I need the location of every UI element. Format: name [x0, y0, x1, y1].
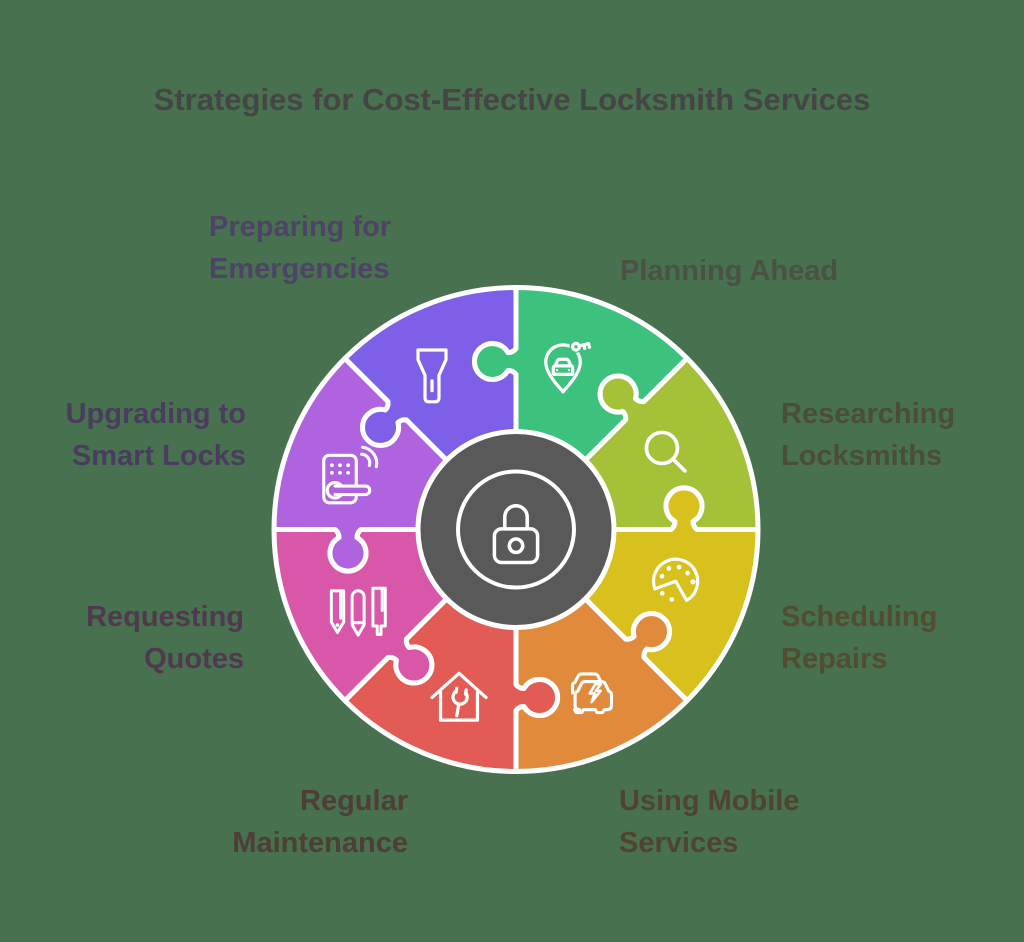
segment-label-planning-ahead: Planning Ahead: [620, 255, 839, 287]
mobile-van-icon: [570, 672, 614, 715]
segment-label-regular-maintenance: Regular Maintenance: [232, 785, 408, 859]
car-key-location-pin-icon: [544, 339, 592, 394]
segment-label-using-mobile-services: Using Mobile Services: [619, 785, 800, 859]
segment-label-upgrading-smart-locks: Upgrading to Smart Locks: [65, 398, 246, 472]
flashlight-icon: [416, 348, 448, 404]
pens-icon: [329, 586, 387, 637]
segment-label-scheduling-repairs: Scheduling Repairs: [781, 601, 938, 675]
house-wrench-icon: [430, 671, 488, 722]
magnifier-icon: [644, 430, 687, 473]
center-ring: [456, 469, 576, 590]
smart-lock-icon: [322, 445, 379, 505]
segment-label-preparing-emergencies: Preparing for Emergencies: [209, 211, 392, 285]
padlock-icon: [492, 504, 540, 565]
segment-label-researching-locksmiths: Researching Locksmiths: [781, 398, 956, 472]
page-title: Strategies for Cost-Effective Locksmith …: [153, 82, 871, 117]
clock-icon: [652, 557, 700, 603]
segment-label-requesting-quotes: Requesting Quotes: [86, 601, 244, 675]
